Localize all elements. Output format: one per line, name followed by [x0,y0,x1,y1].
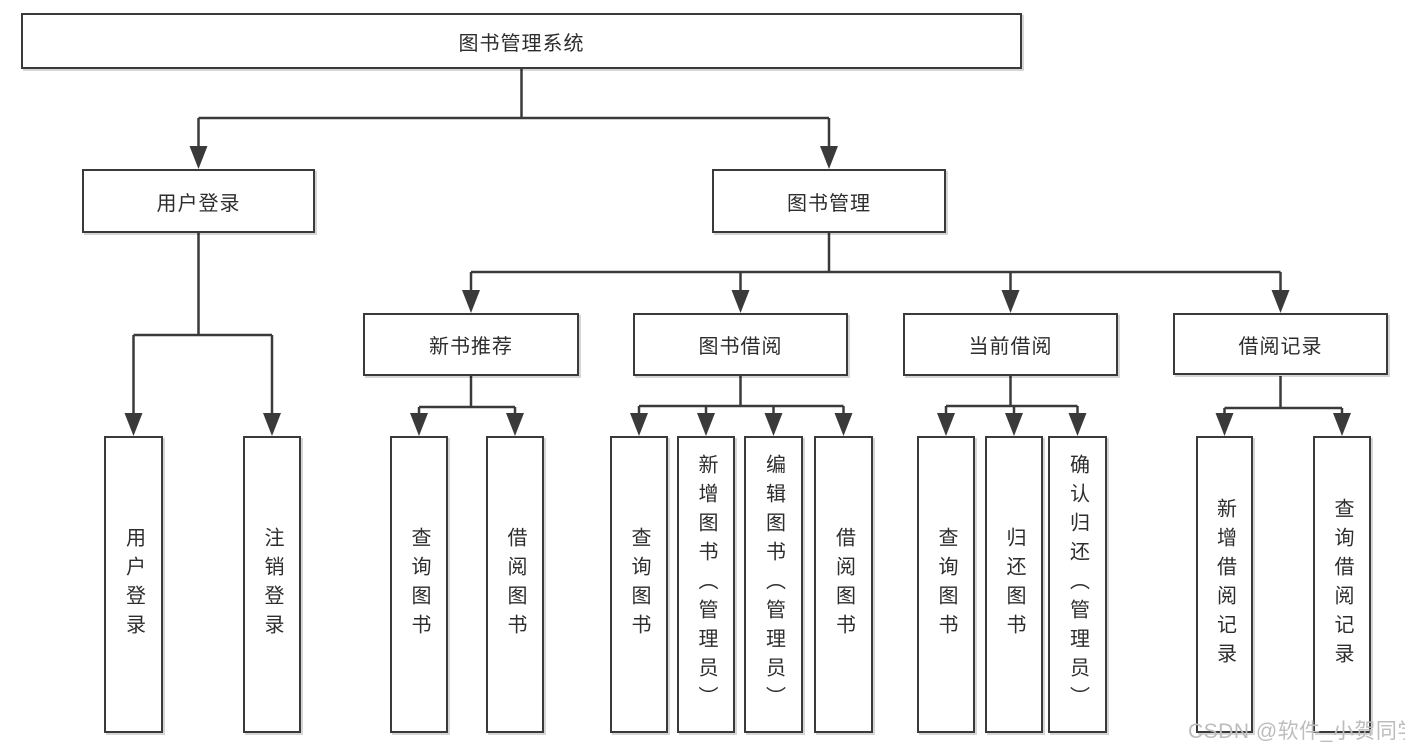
node-label: 新书推荐 [429,336,513,358]
leaf-add-book-admin: 新增图书（管理员） [677,436,735,733]
leaf-label: 查询借阅记录 [1331,497,1353,672]
leaf-add-borrow-record: 新增借阅记录 [1196,436,1253,733]
node-label: 图书管理 [787,192,871,215]
leaf-label: 新增借阅记录 [1213,497,1236,672]
leaf-user-login: 用户登录 [104,436,163,733]
node-book-management: 图书管理 [712,169,946,233]
leaf-return-book: 归还图书 [985,436,1043,733]
leaf-label: 确认归还（管理员） [1066,454,1089,715]
leaf-query-book-borrow: 查询图书 [610,436,668,733]
node-label: 图书管理系统 [458,32,585,55]
node-user-login: 用户登录 [82,169,315,233]
node-book-borrow: 图书借阅 [633,313,848,376]
node-new-book-recommend: 新书推荐 [363,313,579,376]
leaf-logout-login: 注销登录 [243,436,301,733]
node-label: 借阅记录 [1238,335,1323,358]
leaf-edit-book-admin: 编辑图书（管理员） [744,436,803,733]
node-library-system: 图书管理系统 [21,13,1022,69]
node-borrow-records: 借阅记录 [1173,313,1388,375]
leaf-confirm-return-admin: 确认归还（管理员） [1048,436,1107,733]
leaf-label: 借阅图书 [504,526,526,643]
node-current-borrow: 当前借阅 [903,313,1118,376]
leaf-label: 编辑图书（管理员） [762,454,785,715]
leaf-label: 借阅图书 [832,526,855,643]
leaf-query-book-current: 查询图书 [917,436,975,733]
leaf-query-borrow-record: 查询借阅记录 [1313,436,1371,733]
node-label: 当前借阅 [968,336,1053,358]
leaf-query-book-recommend: 查询图书 [390,436,448,733]
leaf-label: 查询图书 [628,526,650,643]
leaf-label: 归还图书 [1003,526,1025,643]
leaf-borrow-book-recommend: 借阅图书 [486,436,544,733]
node-label: 用户登录 [156,192,241,215]
leaf-label: 查询图书 [408,526,430,643]
leaf-label: 注销登录 [261,526,283,643]
leaf-borrow-book: 借阅图书 [814,436,873,733]
leaf-label: 新增图书（管理员） [695,454,717,715]
node-label: 图书借阅 [698,336,783,358]
leaf-label: 用户登录 [122,526,145,643]
csdn-watermark: CSDN @软件_小贺同学 [1188,720,1405,743]
leaf-label: 查询图书 [935,526,957,643]
